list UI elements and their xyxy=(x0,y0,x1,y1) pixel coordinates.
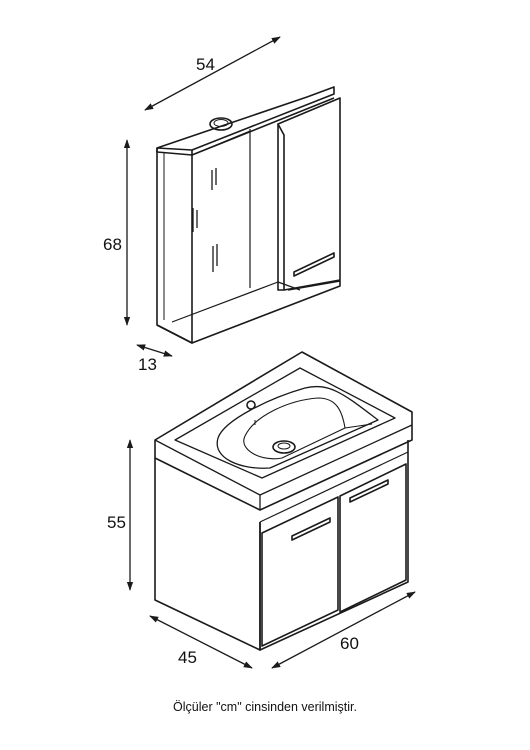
dimension-lines xyxy=(123,36,416,669)
dim-line-mirror-width xyxy=(144,36,281,111)
mirror-door-handle xyxy=(293,252,335,277)
dim-line-vanity-width xyxy=(271,591,416,669)
dim-line-mirror-depth xyxy=(136,344,173,357)
vanity-door-right xyxy=(339,463,407,613)
basin-faucet-hole xyxy=(246,400,256,410)
dim-vanity-depth: 45 xyxy=(178,648,197,667)
mirror-cabinet-shelf xyxy=(156,280,341,344)
mirror-cabinet xyxy=(156,86,341,344)
units-caption: Ölçüler "cm" cinsinden verilmiştir. xyxy=(173,700,357,714)
vanity-cabinet xyxy=(154,351,413,651)
dim-mirror-height: 68 xyxy=(103,235,122,254)
dim-line-vanity-depth xyxy=(149,615,253,669)
basin-drain xyxy=(272,440,296,454)
dim-vanity-width: 60 xyxy=(340,634,359,653)
mirror-cabinet-side xyxy=(156,148,193,344)
mirror-cabinet-top xyxy=(156,86,335,151)
vanity-left-handle xyxy=(291,517,331,541)
basin-sink xyxy=(216,385,379,469)
dim-mirror-depth: 13 xyxy=(138,355,157,374)
basin-bowl xyxy=(174,367,396,479)
mirror-cabinet-door xyxy=(277,97,341,291)
mirror-reflection xyxy=(192,168,218,272)
dim-mirror-width: 54 xyxy=(196,55,215,74)
faucet-hole xyxy=(209,117,233,131)
vanity-right-handle xyxy=(349,479,389,503)
dim-vanity-height: 55 xyxy=(107,513,126,532)
